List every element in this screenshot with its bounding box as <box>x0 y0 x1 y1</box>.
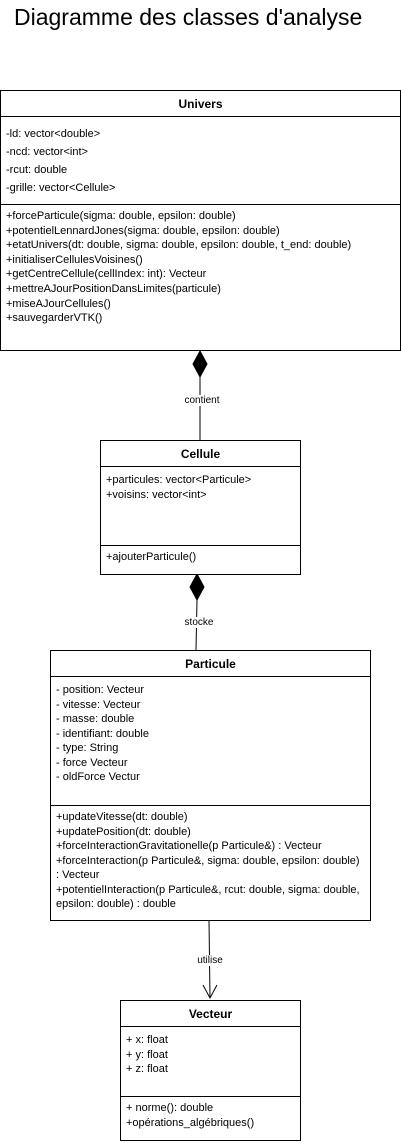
operation: +forceInteraction(p Particule&, sigma: d… <box>56 854 363 882</box>
class-vecteur-operations: + norme(): double +opérations_algébrique… <box>121 1096 300 1134</box>
class-particule-attributes: - position: Vecteur - vitesse: Vecteur -… <box>51 679 370 789</box>
class-particule-name: Particule <box>51 651 370 677</box>
operation: +getCentreCellule(cellIndex: int): Vecte… <box>6 268 207 281</box>
diagram-title: Diagramme des classes d'analyse <box>14 4 363 30</box>
attribute: + z: float <box>126 1063 168 1075</box>
class-cellule[interactable]: Cellule +particules: vector<Particule> +… <box>100 440 301 575</box>
operation: +updateVitesse(dt: double) <box>56 811 188 823</box>
attribute: - type: String <box>56 742 119 754</box>
class-vecteur-attributes: + x: float + y: float + z: float <box>121 1029 300 1081</box>
class-particule-operations: +updateVitesse(dt: double) +updatePositi… <box>51 805 370 916</box>
attribute: +particules: vector<Particule> <box>106 474 252 486</box>
class-particule[interactable]: Particule - position: Vecteur - vitesse:… <box>50 650 371 921</box>
attribute: - force Vecteur <box>56 756 128 769</box>
operation: +potentielInteraction(p Particule&, rcut… <box>56 883 363 911</box>
attribute: - position: Vecteur <box>56 684 145 696</box>
relation-label-stocke: stocke <box>183 617 215 628</box>
operation: +etatUnivers(dt: double, sigma: double, … <box>6 239 352 252</box>
class-cellule-attributes: +particules: vector<Particule> +voisins:… <box>101 469 300 506</box>
class-cellule-name: Cellule <box>101 441 300 467</box>
attribute: - identifiant: double <box>56 727 149 740</box>
operation: +forceParticule(sigma: double, epsilon: … <box>6 210 236 222</box>
attribute: - oldForce Vectur <box>56 771 140 783</box>
attribute: -ld: vector<double> <box>6 128 101 140</box>
relation-label-utilise: utilise <box>196 955 224 966</box>
class-cellule-operations: +ajouterParticule() <box>101 545 300 569</box>
operation: +updatePosition(dt: double) <box>56 825 191 838</box>
class-vecteur[interactable]: Vecteur + x: float + y: float + z: float… <box>120 1000 301 1141</box>
attribute: - vitesse: Vecteur <box>56 698 141 711</box>
composition-diamond-cellule <box>189 572 205 602</box>
operation: +opérations_algébriques() <box>126 1116 255 1129</box>
composition-diamond-univers <box>192 349 208 379</box>
relation-label-contient: contient <box>183 395 221 406</box>
attribute: + x: float <box>126 1034 168 1046</box>
attribute: +voisins: vector<int> <box>106 488 207 501</box>
class-vecteur-name: Vecteur <box>121 1001 300 1027</box>
class-univers-operations: +forceParticule(sigma: double, epsilon: … <box>1 204 400 330</box>
attribute: -ncd: vector<int> <box>6 146 88 158</box>
operation: +potentielLennardJones(sigma: double, ep… <box>6 224 280 237</box>
class-univers-name: Univers <box>1 91 400 117</box>
operation: +mettreAJourPositionDansLimites(particul… <box>6 282 221 295</box>
class-univers[interactable]: Univers -ld: vector<double> -ncd: vector… <box>0 90 401 351</box>
attribute: -grille: vector<Cellule> <box>6 182 116 194</box>
operation: +miseAJourCellules() <box>6 297 111 310</box>
operation: + norme(): double <box>126 1102 214 1114</box>
attribute: -rcut: double <box>6 164 68 176</box>
operation: +ajouterParticule() <box>106 551 197 563</box>
attribute: + y: float <box>126 1048 168 1061</box>
operation: +initialiserCellulesVoisines() <box>6 253 143 266</box>
dependency-arrowhead <box>202 984 218 1000</box>
attribute: - masse: double <box>56 713 135 725</box>
operation: +forceInteractionGravitationelle(p Parti… <box>56 840 322 852</box>
class-univers-attributes: -ld: vector<double> -ncd: vector<int> -r… <box>1 121 400 201</box>
operation: +sauvegarderVTK() <box>6 312 103 325</box>
